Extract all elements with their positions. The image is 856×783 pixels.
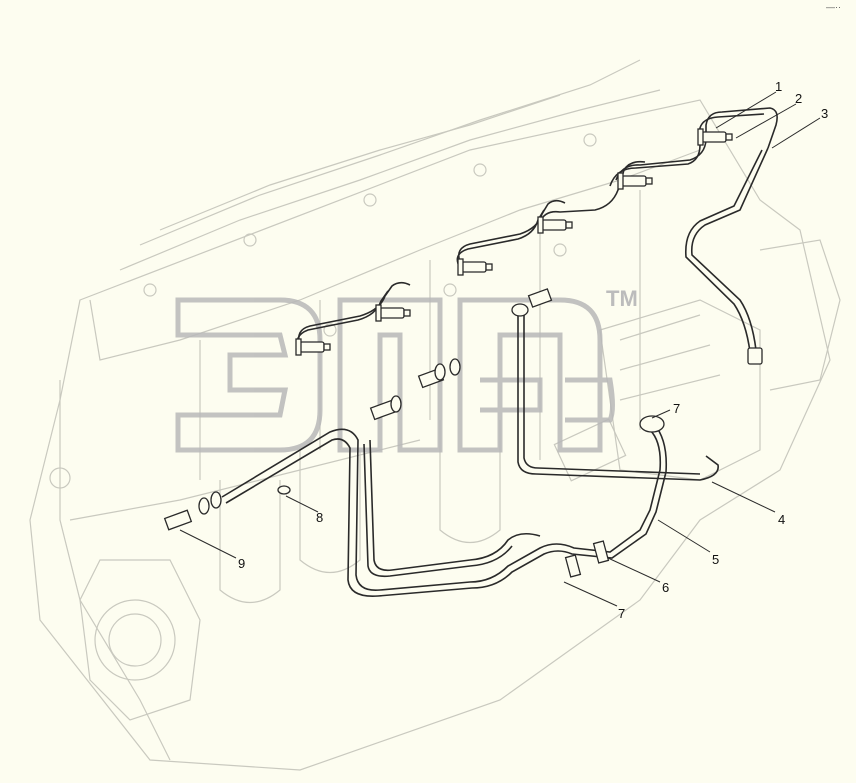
sealing-washer (277, 485, 291, 495)
leader-lines (179, 91, 821, 607)
banjo-fitting (537, 216, 573, 234)
corner-mark: —·· (826, 2, 841, 12)
sealing-washer (434, 363, 446, 381)
sealing-washer (198, 497, 210, 515)
injector-banjo-fittings (295, 128, 763, 365)
banjo-bolts-and-washers (163, 288, 553, 531)
callout-8: 8 (316, 510, 323, 525)
watermark-tm-mark: TM (606, 286, 638, 311)
sealing-washer (390, 395, 402, 413)
banjo-fitting (375, 304, 411, 322)
banjo-fitting (295, 338, 331, 356)
banjo-fitting (617, 172, 653, 190)
sealing-washer (449, 358, 461, 376)
plug-bolt (163, 509, 193, 531)
banjo-fitting (457, 258, 493, 276)
callout-2: 2 (795, 91, 802, 106)
callout-4: 4 (778, 512, 785, 527)
line-end-fitting (747, 347, 763, 365)
pipe-clips (511, 303, 665, 578)
callout-5: 5 (712, 552, 719, 567)
sealing-washer (210, 491, 222, 509)
banjo-bolt (527, 288, 553, 308)
fuel-pipes (221, 312, 719, 597)
callout-7-lower: 7 (618, 606, 625, 621)
callout-6: 6 (662, 580, 669, 595)
watermark-logo (175, 297, 615, 453)
engine-block-outline (29, 59, 841, 771)
callout-3: 3 (821, 106, 828, 121)
callout-1: 1 (775, 79, 782, 94)
callout-7-upper: 7 (673, 401, 680, 416)
callout-9: 9 (238, 556, 245, 571)
injector-return-line (296, 107, 778, 353)
callout-labels: 1 2 3 4 5 6 7 7 8 9 (238, 79, 828, 621)
banjo-fitting (697, 128, 733, 146)
